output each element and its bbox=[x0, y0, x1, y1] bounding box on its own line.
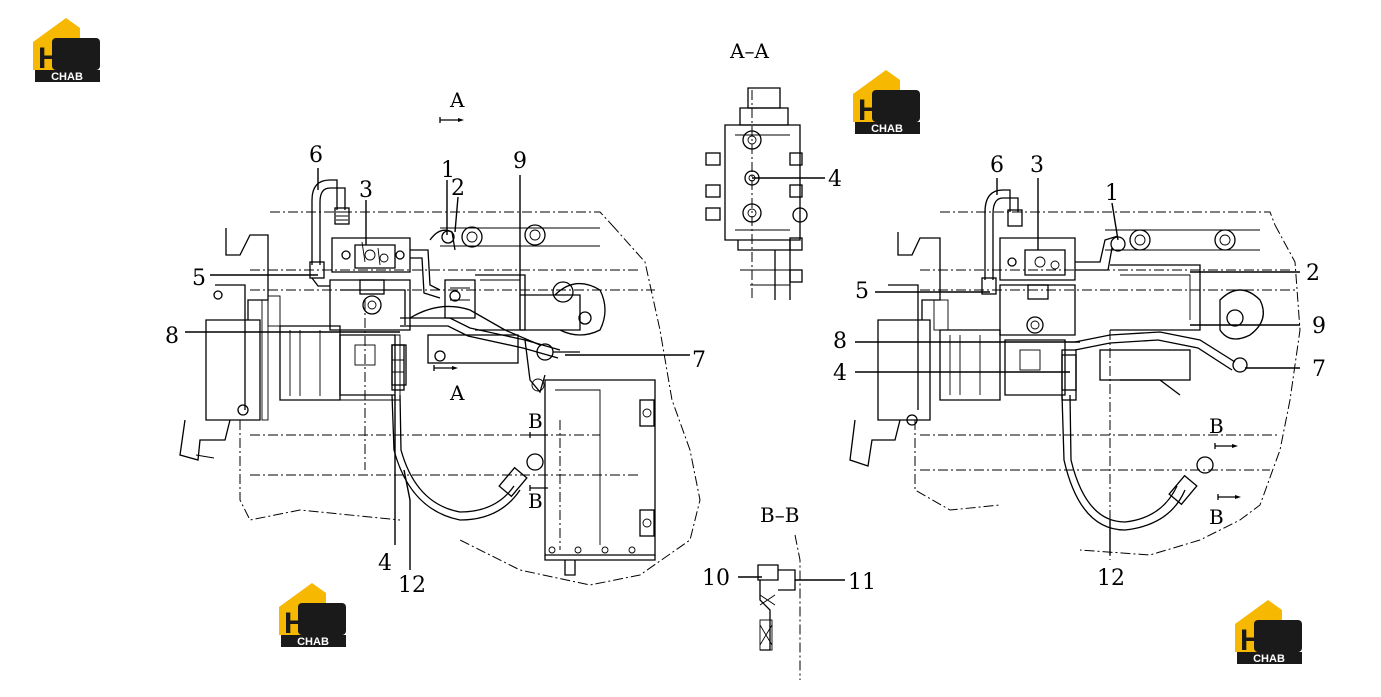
callout-3: 3 bbox=[359, 178, 373, 203]
right-section-b-bottom: B bbox=[1209, 505, 1224, 529]
right-assembly-view: B B 1 2 3 4 5 6 7 8 9 12 bbox=[833, 153, 1326, 591]
logo-mark: H3 bbox=[1240, 624, 1278, 657]
logo-bottom-right: H3 CHAB bbox=[1235, 600, 1302, 665]
callout-1: 1 bbox=[441, 158, 455, 183]
right-callout-4: 4 bbox=[833, 361, 847, 386]
callout-2: 2 bbox=[451, 176, 465, 201]
right-callout-1: 1 bbox=[1105, 181, 1119, 206]
right-callout-6: 6 bbox=[990, 153, 1004, 178]
logo-mark: H3 bbox=[858, 94, 896, 127]
logo-top-left: H3 CHAB bbox=[33, 18, 100, 83]
callout-9: 9 bbox=[513, 149, 527, 174]
right-callout-2: 2 bbox=[1306, 261, 1320, 286]
logo-text: CHAB bbox=[51, 71, 83, 83]
callout-6: 6 bbox=[309, 143, 323, 168]
aa-callout-4: 4 bbox=[828, 167, 842, 192]
section-arrow-a-bottom: A bbox=[449, 381, 465, 405]
left-assembly-view: A A B B 1 2 3 4 5 6 7 8 9 12 bbox=[165, 88, 706, 598]
section-a-a-title: A–A bbox=[729, 39, 769, 63]
right-section-b-top: B bbox=[1209, 414, 1224, 438]
logo-top-center: H3 CHAB bbox=[853, 70, 920, 135]
callout-7: 7 bbox=[692, 348, 706, 373]
logo-mark: H3 bbox=[284, 607, 322, 640]
right-callout-8: 8 bbox=[833, 329, 847, 354]
logo-text: CHAB bbox=[871, 123, 903, 135]
logo-text: CHAB bbox=[1253, 653, 1285, 665]
right-callout-5: 5 bbox=[855, 279, 869, 304]
logo-mark: H3 bbox=[38, 42, 76, 75]
section-arrow-a-top: A bbox=[449, 88, 465, 112]
right-callout-3: 3 bbox=[1030, 153, 1044, 178]
right-callout-7: 7 bbox=[1312, 357, 1326, 382]
right-callout-12: 12 bbox=[1097, 566, 1125, 591]
section-b-arrow-top: B bbox=[528, 409, 543, 433]
bb-callout-10: 10 bbox=[702, 566, 730, 591]
section-b-b-view: B–B 10 11 bbox=[702, 503, 876, 680]
callout-12: 12 bbox=[398, 573, 426, 598]
logo-text: CHAB bbox=[297, 636, 329, 648]
section-b-b-title: B–B bbox=[760, 503, 799, 527]
bb-callout-11: 11 bbox=[848, 570, 876, 595]
logo-bottom-left: H3 CHAB bbox=[279, 583, 346, 648]
section-a-a-view: A–A 4 bbox=[705, 39, 842, 300]
callout-4: 4 bbox=[378, 551, 392, 576]
section-b-arrow-bottom: B bbox=[528, 489, 543, 513]
callout-8: 8 bbox=[165, 324, 179, 349]
callout-5: 5 bbox=[192, 266, 206, 291]
right-callout-9: 9 bbox=[1312, 314, 1326, 339]
